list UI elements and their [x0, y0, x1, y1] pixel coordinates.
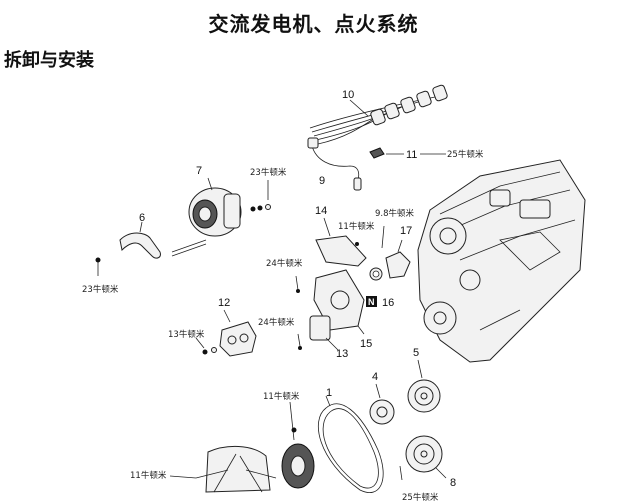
adjusting-bracket	[95, 221, 161, 276]
pulley-4	[369, 383, 395, 425]
callout-12: 12	[218, 297, 230, 309]
torque-23-alternator: 23牛顿米	[250, 167, 287, 178]
alternator	[171, 177, 271, 257]
distributor-cover	[315, 217, 367, 267]
torque-25-bottom: 25牛顿米	[402, 492, 439, 502]
torque-23-left: 23牛顿米	[82, 284, 119, 295]
oring-thermostat	[366, 225, 411, 307]
pulley-5	[407, 359, 441, 413]
torque-11-cover: 11牛顿米	[338, 221, 375, 232]
spark-plug-wires	[307, 84, 448, 191]
callout-5: 5	[413, 347, 419, 359]
callout-11: 11	[406, 149, 417, 161]
torque-11-fan: 11牛顿米	[263, 391, 300, 402]
torque-11-left: 11牛顿米	[130, 470, 167, 481]
callout-10: 10	[342, 89, 354, 101]
callout-16: 16	[382, 297, 394, 309]
section-title: 拆卸与安装	[4, 50, 94, 71]
ignition-coil	[297, 315, 339, 351]
torque-13: 13牛顿米	[168, 329, 205, 340]
distributor-cap	[195, 309, 257, 357]
distributor-housing	[313, 269, 365, 335]
drive-belt	[318, 395, 384, 493]
torque-25-top: 25牛顿米	[447, 149, 484, 160]
callout-9: 9	[319, 175, 325, 187]
page-title: 交流发电机、点火系统	[208, 12, 419, 36]
callout-15: 15	[360, 338, 372, 350]
torque-9-8: 9.8牛顿米	[375, 208, 415, 219]
fan-clutch	[169, 401, 315, 493]
callout-7: 7	[196, 165, 202, 177]
callout-1: 1	[326, 387, 332, 399]
engine-block	[417, 159, 586, 363]
callout-13: 13	[336, 348, 348, 360]
callout-4: 4	[372, 371, 378, 383]
bolt-24-upper	[295, 275, 299, 291]
callout-n-mark: N	[368, 297, 375, 307]
wire-clip	[369, 147, 446, 159]
callout-6: 6	[139, 212, 145, 224]
torque-24-lower: 24牛顿米	[258, 317, 295, 328]
callout-8: 8	[450, 477, 456, 489]
callout-14: 14	[315, 205, 327, 217]
callout-17: 17	[400, 225, 412, 237]
torque-24-upper: 24牛顿米	[266, 258, 303, 269]
pulley-8	[399, 435, 447, 481]
